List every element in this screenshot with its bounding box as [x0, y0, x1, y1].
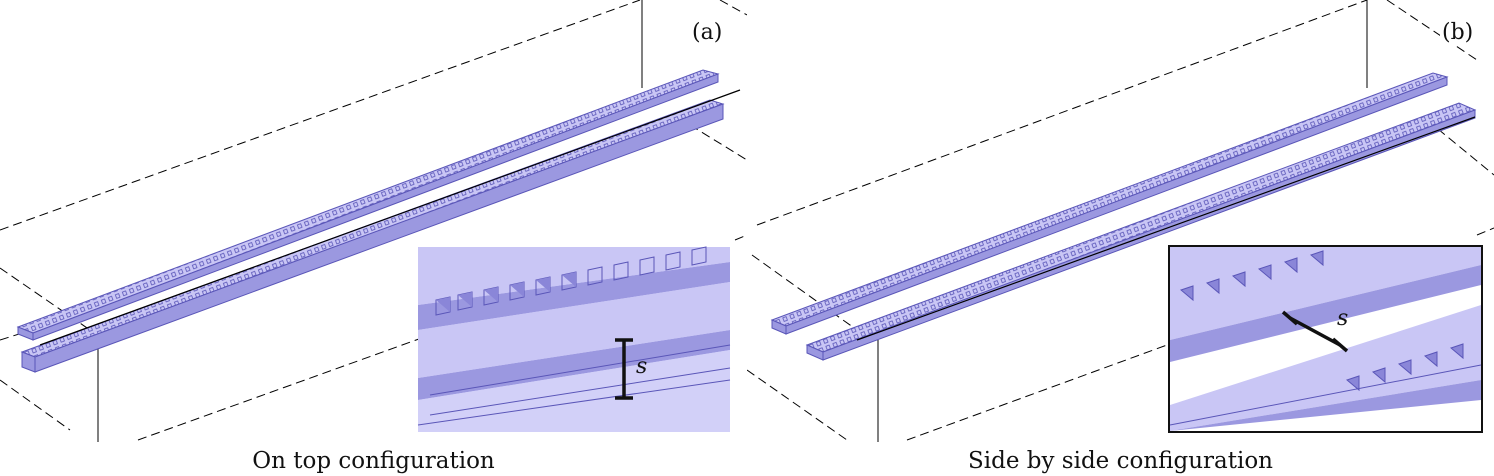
upper-strip	[16, 69, 720, 341]
spacing-symbol: s	[1337, 306, 1349, 331]
panel-on-top: s (a) On top configuration	[0, 0, 747, 474]
caption-side-by-side: Side by side configuration	[968, 448, 1273, 474]
inset-zoom	[1168, 245, 1483, 433]
spacing-symbol: s	[636, 354, 648, 379]
panel-label-a: (a)	[690, 20, 725, 47]
spacing-marker	[1281, 310, 1349, 353]
caption-on-top: On top configuration	[252, 448, 495, 474]
panel-label-b: (b)	[1440, 20, 1476, 47]
panel-side-by-side: s (b) Side by side configuration	[747, 0, 1494, 476]
spacing-marker	[615, 338, 633, 400]
feedline	[39, 89, 741, 346]
side-by-side-diagram	[747, 0, 1494, 442]
back-strip	[770, 72, 1449, 335]
feedline	[856, 116, 1476, 341]
inset-zoom	[417, 246, 731, 432]
on-top-diagram	[0, 0, 747, 442]
